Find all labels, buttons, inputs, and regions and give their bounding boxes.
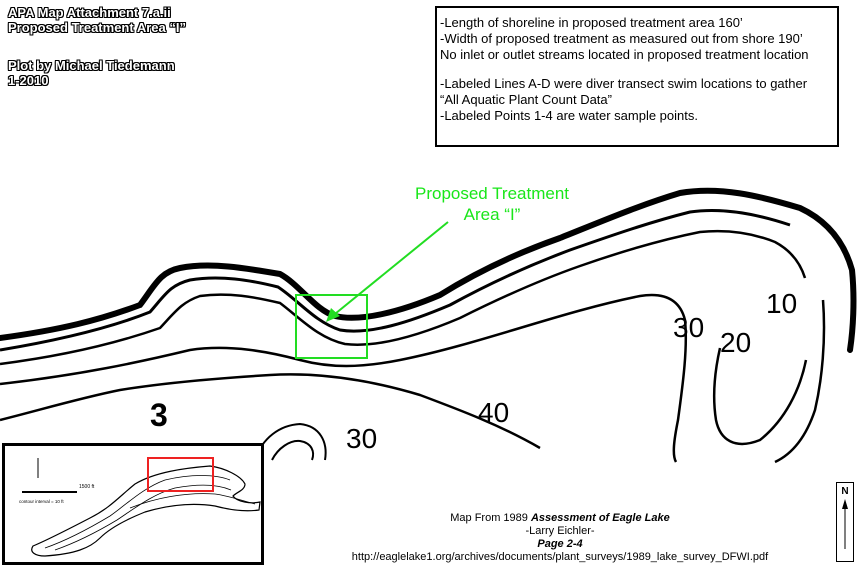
contour-label-20: 20 (720, 327, 751, 358)
inset-contour (129, 493, 256, 509)
note-line: “All Aquatic Plant Count Data” (440, 92, 612, 107)
contour-label-40: 40 (478, 397, 509, 428)
plot-by: Plot by Michael Tiedemann (8, 58, 175, 73)
inset-lake-drawing: 1500 ft contour interval = 10 ft (19, 457, 261, 557)
inset-scale-label: 1500 ft (79, 484, 95, 490)
north-arrow-icon (842, 499, 848, 549)
treatment-label-line1: Proposed Treatment (414, 184, 570, 203)
credit-url[interactable]: http://eaglelake1.org/archives/documents… (351, 551, 769, 563)
treatment-arrow-head (326, 308, 340, 322)
map-title-line2: Proposed Treatment Area “I” (8, 20, 186, 35)
map-credit: Map From 1989 Assessment of Eagle Lake -… (330, 512, 790, 564)
note-line: -Labeled Points 1-4 are water sample poi… (440, 108, 698, 123)
contour-line (0, 373, 541, 450)
contour-line (271, 439, 315, 461)
treatment-arrow-line (329, 221, 449, 319)
contour-label-30-low: 30 (346, 423, 377, 454)
shoreline (0, 187, 857, 353)
contour-label-10: 10 (766, 288, 797, 319)
north-arrow: N (836, 482, 854, 562)
contour-label-3: 3 (150, 397, 168, 433)
contour-line (0, 208, 791, 352)
notes-box: -Length of shoreline in proposed treatme… (435, 6, 839, 147)
north-label: N (841, 486, 849, 497)
inset-overview-map: 1500 ft contour interval = 10 ft (2, 443, 264, 565)
contour-line (0, 293, 688, 463)
inset-highlight-box (147, 457, 214, 492)
inset-contour (44, 475, 231, 549)
credit-page: Page 2-4 (537, 538, 583, 550)
note-line: -Length of shoreline in proposed treatme… (440, 15, 743, 30)
map-title-line1: APA Map Attachment 7.a.ii (8, 5, 171, 20)
inset-lake-outline (31, 465, 261, 557)
treatment-area-label: Proposed Treatment Area “I” (392, 183, 592, 225)
note-line: -Width of proposed treatment as measured… (440, 31, 803, 46)
treatment-area-box (295, 294, 368, 359)
contour-line (774, 299, 826, 464)
contour-line (712, 347, 808, 446)
inset-contour (54, 484, 232, 551)
plot-date: 1-2010 (8, 73, 49, 88)
treatment-label-line2: Area “I” (463, 205, 521, 224)
note-line: No inlet or outlet streams located in pr… (440, 47, 809, 62)
source-title: Assessment of Eagle Lake (530, 512, 670, 524)
credit-line-source: Map From 1989 Assessment of Eagle Lake (450, 512, 670, 524)
inset-contour-interval: contour interval = 10 ft (19, 499, 64, 504)
contour-label-30-right: 30 (673, 312, 704, 343)
contour-line (0, 229, 807, 366)
credit-author: -Larry Eichler- (525, 525, 595, 537)
note-line: -Labeled Lines A-D were diver transect s… (440, 76, 808, 91)
